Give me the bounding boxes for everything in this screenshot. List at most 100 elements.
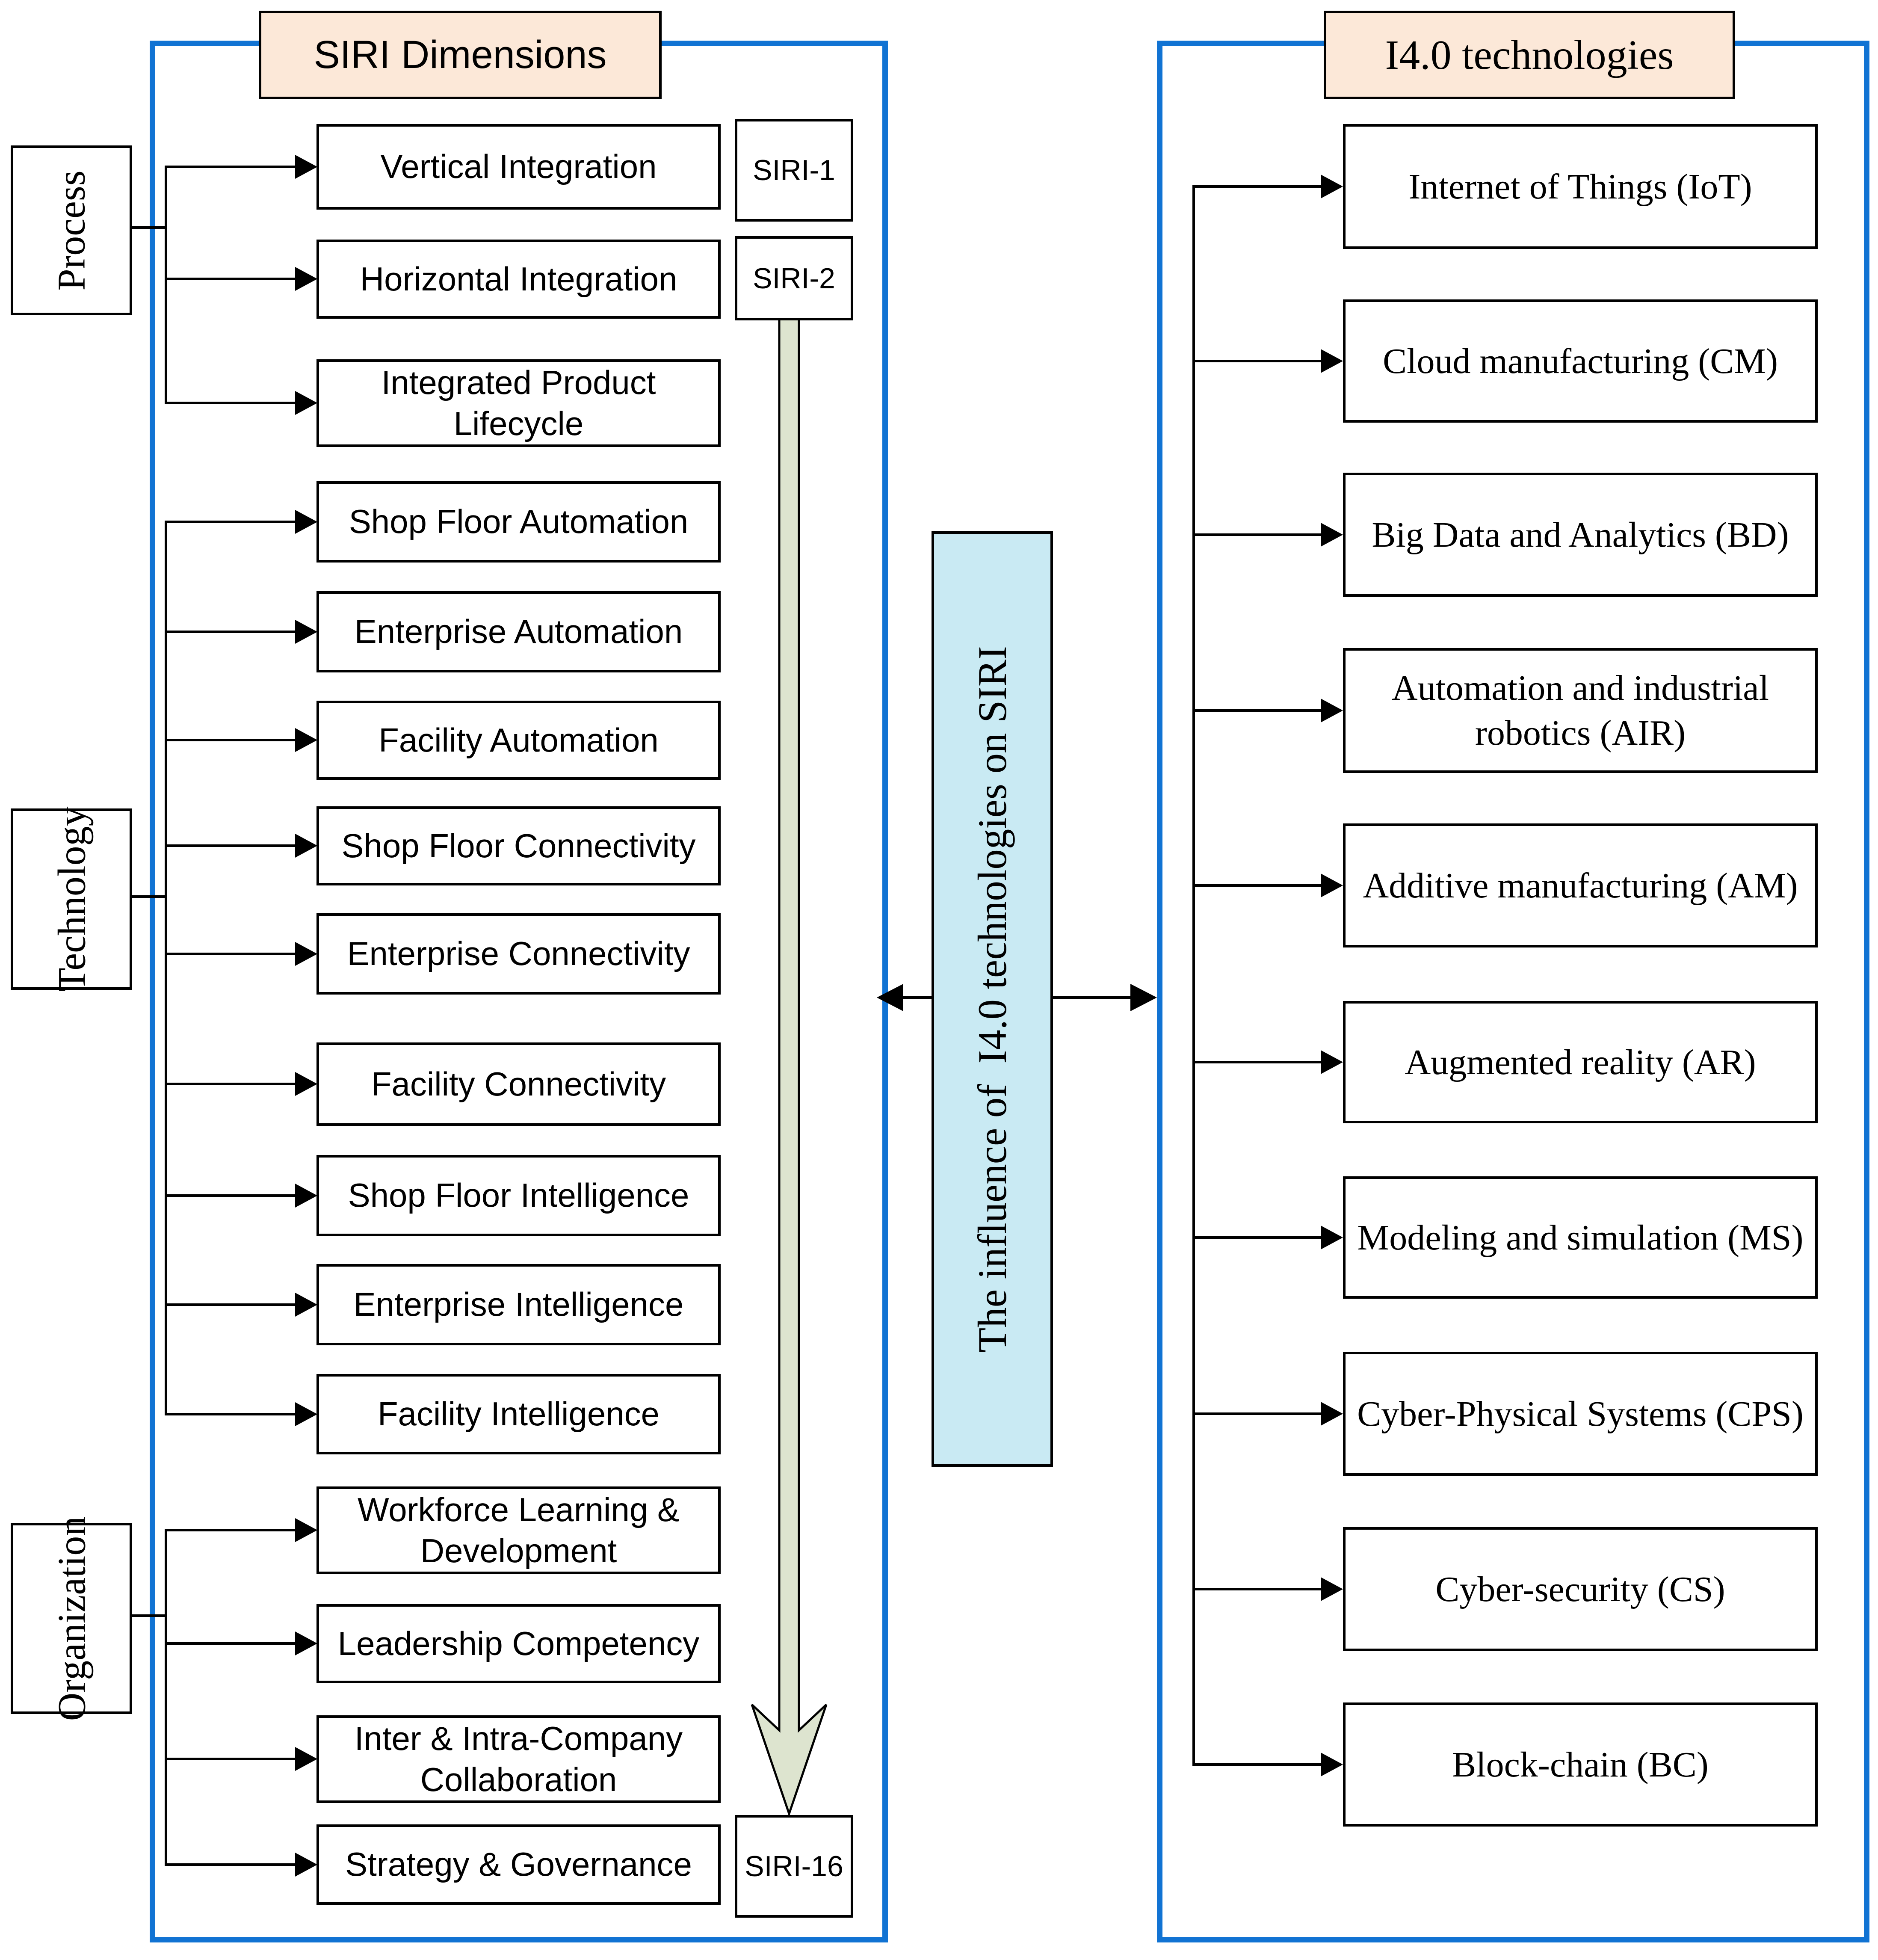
branch-line bbox=[166, 402, 296, 404]
branch-line bbox=[166, 1758, 296, 1760]
trunk-line bbox=[165, 1529, 167, 1866]
arrowhead-right-icon bbox=[295, 1631, 317, 1655]
arrowhead-right-icon bbox=[295, 1072, 317, 1096]
technology-box: Big Data and Analytics (BD) bbox=[1343, 473, 1818, 597]
dimension-label: Shop Floor Intelligence bbox=[348, 1176, 689, 1214]
branch-line bbox=[166, 844, 296, 847]
dimension-box: Enterprise Connectivity bbox=[316, 913, 721, 995]
technology-box: Internet of Things (IoT) bbox=[1343, 124, 1818, 249]
dimension-box: Enterprise Automation bbox=[316, 591, 721, 672]
branch-line bbox=[1194, 533, 1322, 536]
dimension-label: Shop Floor Automation bbox=[349, 503, 689, 541]
branch-line bbox=[166, 1303, 296, 1306]
technology-label: Modeling and simulation (MS) bbox=[1357, 1217, 1804, 1258]
connector-line bbox=[127, 1614, 166, 1617]
dimension-label: Horizontal Integration bbox=[360, 260, 677, 298]
dimension-label: Facility Intelligence bbox=[378, 1395, 660, 1433]
arrowhead-right-icon bbox=[1321, 1577, 1343, 1601]
trunk-line bbox=[165, 521, 167, 1415]
dimension-box: Integrated Product Lifecycle bbox=[316, 359, 721, 447]
branch-line bbox=[1194, 1763, 1322, 1766]
dimension-label: Enterprise Intelligence bbox=[353, 1285, 684, 1323]
influence-label: The influence of I4.0 technologies on SI… bbox=[970, 645, 1015, 1353]
dimension-label: Strategy & Governance bbox=[345, 1845, 692, 1883]
technology-label: Additive manufacturing (AM) bbox=[1363, 865, 1798, 906]
dimension-box: Vertical Integration bbox=[316, 124, 721, 210]
branch-line bbox=[1194, 1236, 1322, 1239]
dimension-label: Facility Automation bbox=[379, 721, 659, 759]
technology-box: Block-chain (BC) bbox=[1343, 1702, 1818, 1827]
branch-line bbox=[166, 1194, 296, 1197]
technology-label: Block-chain (BC) bbox=[1452, 1744, 1709, 1785]
dimension-label: Facility Connectivity bbox=[371, 1065, 666, 1103]
arrowhead-left-icon bbox=[877, 984, 903, 1011]
technology-box: Automation and industrial robotics (AIR) bbox=[1343, 648, 1818, 773]
arrowhead-right-icon bbox=[295, 620, 317, 644]
dimension-label: Inter & Intra-Company Collaboration bbox=[354, 1720, 683, 1798]
arrowhead-right-icon bbox=[1321, 523, 1343, 547]
technology-label: Big Data and Analytics (BD) bbox=[1372, 515, 1789, 555]
branch-line bbox=[1194, 1412, 1322, 1415]
arrowhead-right-icon bbox=[295, 1747, 317, 1771]
arrowhead-right-icon bbox=[1130, 984, 1157, 1011]
technology-box: Additive manufacturing (AM) bbox=[1343, 823, 1818, 947]
i40-technologies-panel bbox=[1157, 41, 1869, 1942]
branch-line bbox=[1194, 884, 1322, 887]
technology-label: Cloud manufacturing (CM) bbox=[1383, 341, 1778, 381]
branch-line bbox=[1194, 1588, 1322, 1590]
dimension-box: Shop Floor Intelligence bbox=[316, 1155, 721, 1236]
dimension-box: Facility Automation bbox=[316, 701, 721, 780]
category-label: Technology bbox=[50, 806, 94, 992]
trunk-line bbox=[165, 166, 167, 404]
arrowhead-right-icon bbox=[295, 942, 317, 966]
arrowhead-right-icon bbox=[1321, 175, 1343, 198]
arrowhead-right-icon bbox=[1321, 1402, 1343, 1426]
arrowhead-right-icon bbox=[295, 1518, 317, 1542]
arrowhead-right-icon bbox=[295, 834, 317, 858]
arrowhead-right-icon bbox=[295, 1293, 317, 1317]
influence-box: The influence of I4.0 technologies on SI… bbox=[932, 531, 1053, 1467]
category-label: Organization bbox=[50, 1516, 94, 1721]
branch-line bbox=[166, 1413, 296, 1415]
technology-box: Augmented reality (AR) bbox=[1343, 1001, 1818, 1123]
category-box-technology: Technology bbox=[11, 806, 132, 992]
arrowhead-right-icon bbox=[1321, 1753, 1343, 1776]
arrowhead-right-icon bbox=[295, 391, 317, 415]
branch-line bbox=[166, 278, 296, 280]
technology-label: Internet of Things (IoT) bbox=[1408, 166, 1752, 207]
right-panel-title-label: I4.0 technologies bbox=[1385, 32, 1674, 78]
arrowhead-right-icon bbox=[295, 1402, 317, 1426]
technology-box: Cloud manufacturing (CM) bbox=[1343, 299, 1818, 423]
dimension-box: Enterprise Intelligence bbox=[316, 1264, 721, 1345]
branch-line bbox=[166, 631, 296, 633]
siri-tag-label: SIRI-16 bbox=[745, 1850, 843, 1883]
siri-tag-label: SIRI-2 bbox=[753, 262, 835, 295]
category-label: Process bbox=[50, 170, 94, 291]
dimension-box: Workforce Learning & Development bbox=[316, 1486, 721, 1574]
siri-tag-16: SIRI-16 bbox=[735, 1815, 853, 1918]
branch-line bbox=[166, 1642, 296, 1645]
dimension-box: Horizontal Integration bbox=[316, 240, 721, 319]
dimension-label: Enterprise Automation bbox=[354, 613, 683, 651]
left-panel-title: SIRI Dimensions bbox=[259, 11, 662, 99]
branch-line bbox=[166, 953, 296, 955]
trunk-line bbox=[1192, 185, 1195, 1766]
dimension-label: Enterprise Connectivity bbox=[347, 935, 690, 973]
arrowhead-right-icon bbox=[295, 155, 317, 179]
arrowhead-right-icon bbox=[295, 510, 317, 534]
dimension-label: Shop Floor Connectivity bbox=[341, 826, 696, 865]
arrowhead-right-icon bbox=[1321, 1050, 1343, 1074]
siri-tag-2: SIRI-2 bbox=[735, 236, 853, 320]
technology-box: Cyber-Physical Systems (CPS) bbox=[1343, 1352, 1818, 1476]
arrowhead-right-icon bbox=[295, 1184, 317, 1208]
category-box-organization: Organization bbox=[11, 1516, 132, 1721]
arrowhead-right-icon bbox=[295, 267, 317, 291]
branch-line bbox=[166, 521, 296, 523]
branch-line bbox=[166, 1863, 296, 1866]
dimension-box: Facility Connectivity bbox=[316, 1042, 721, 1126]
arrowhead-right-icon bbox=[295, 1853, 317, 1877]
dimension-label: Integrated Product Lifecycle bbox=[381, 364, 656, 442]
branch-line bbox=[1194, 1061, 1322, 1063]
